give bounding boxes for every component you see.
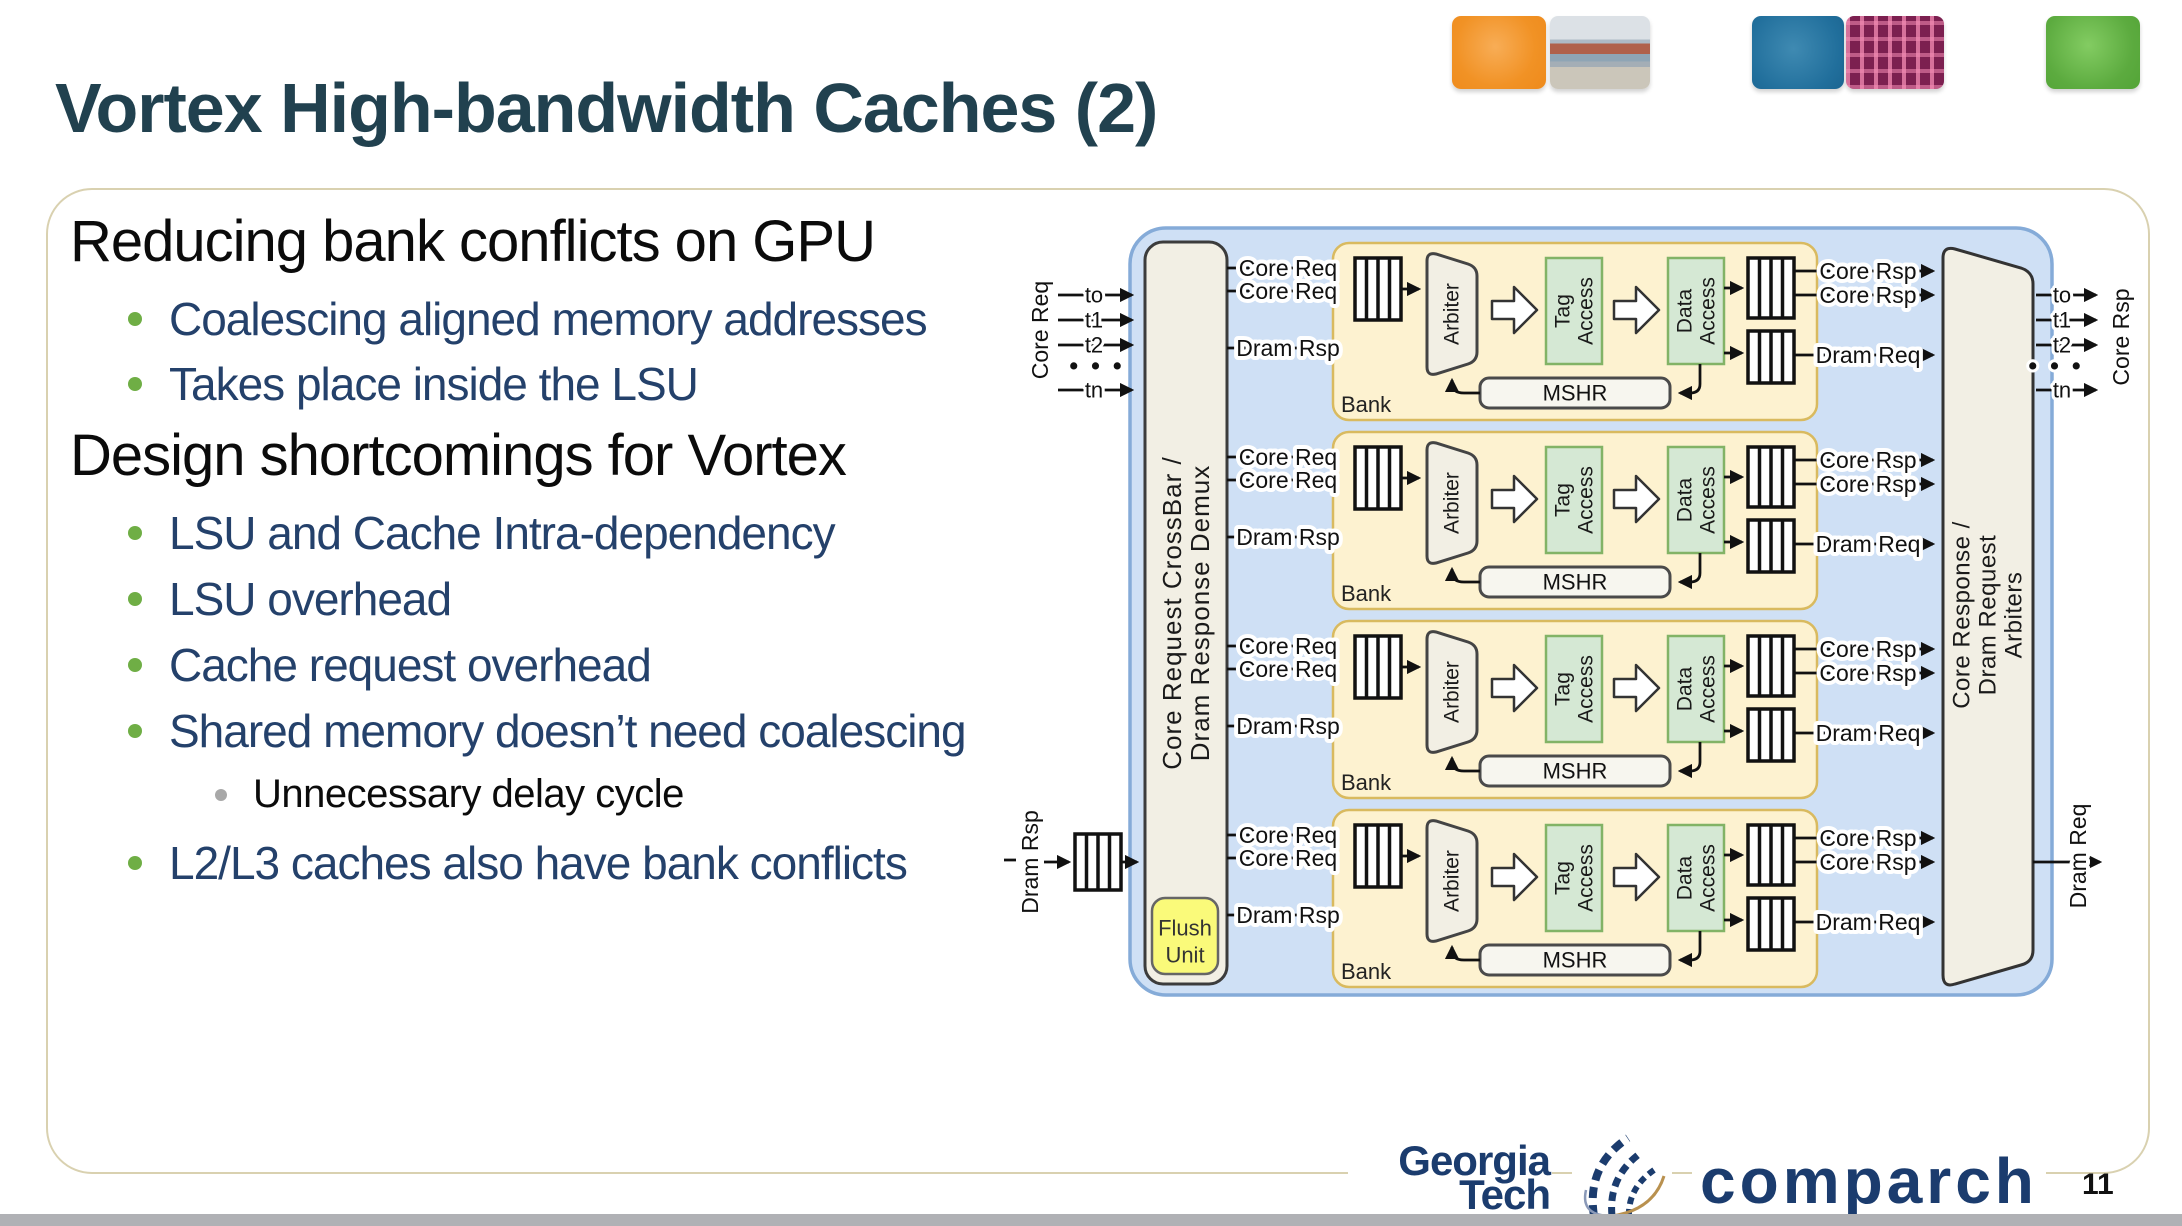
data-access-box: [1666, 256, 1726, 366]
crossbar-column: [1143, 240, 1229, 986]
bullet-item: L2/L3 caches also have bank conflicts: [128, 836, 908, 890]
core-req-side-label: Core Req: [1027, 281, 1053, 379]
bullet-label: LSU and Cache Intra-dependency: [169, 507, 836, 559]
thread-label: tn: [1085, 378, 1103, 403]
thread-label: t1: [2053, 308, 2071, 333]
ellipsis-dots: • • •: [1069, 352, 1124, 380]
arbiters-label-2: Dram Request: [1975, 535, 2002, 696]
bullet-item: LSU overhead: [128, 572, 452, 626]
bullet-label: Coalescing aligned memory addresses: [169, 293, 928, 345]
circuit-photo: [1846, 16, 1944, 89]
block-arrow-icon: [1490, 285, 1539, 335]
section2-heading: Design shortcomings for Vortex: [70, 422, 847, 489]
bullet-label: L2/L3 caches also have bank conflicts: [169, 837, 908, 889]
core-rsp-label: Core Rsp: [1819, 258, 1916, 284]
tag-access-box: [1544, 256, 1604, 366]
crossbar-label-2: Dram Response Demux: [1185, 465, 1215, 761]
bullet-item: Takes place inside the LSU: [128, 357, 699, 411]
blue-tile-icon: [1752, 16, 1844, 89]
core-req-label: Core Req: [1239, 278, 1337, 304]
data-to-mshr-arrow: [1677, 364, 1702, 401]
arbiters-label-3: Arbiters: [2001, 572, 2028, 659]
comparch-wordmark: comparch: [1692, 1142, 2046, 1220]
section1-heading: Reducing bank conflicts on GPU: [70, 208, 876, 275]
green-tile-icon: [2046, 16, 2140, 89]
dram-req-output: Dram Req: [2033, 800, 2103, 912]
crossbar-label-1: Core Request CrossBar /: [1157, 456, 1187, 769]
bullet-dot-icon: [128, 856, 142, 870]
data-access-label-2: Access: [1697, 277, 1720, 345]
comparch-swirl-icon: [1572, 1128, 1672, 1218]
dram-req-out-label: Dram Req: [2065, 804, 2091, 909]
heading-label: Reducing bank conflicts on GPU: [70, 209, 876, 274]
bullet-item: Shared memory doesn’t need coalescing: [128, 704, 967, 758]
bullet-label: Cache request overhead: [169, 639, 652, 691]
thread-label: tn: [2053, 378, 2071, 403]
arbiters-label-1: Core Response /: [1949, 521, 1976, 709]
flush-unit: [1150, 896, 1220, 976]
content-frame: [46, 188, 2150, 1174]
tag-access-label-1: Tag: [1552, 294, 1575, 328]
bullet-item: LSU and Cache Intra-dependency: [128, 506, 836, 560]
georgia-tech-line2: Tech: [1459, 1170, 1551, 1218]
core-req-label: Core Req: [1239, 255, 1337, 281]
sub-bullet-label: Unnecessary delay cycle: [253, 772, 684, 816]
bank-label: Bank: [1341, 392, 1392, 417]
block-arrow-icon: [1612, 285, 1661, 335]
arbiter-label: Arbiter: [1441, 283, 1464, 345]
thread-label: t2: [2053, 333, 2071, 358]
heading-label: Design shortcomings for Vortex: [70, 423, 847, 488]
georgia-tech-logo: Georgia Tech: [1348, 1137, 1552, 1218]
thread-label: to: [1085, 283, 1103, 308]
flush-unit-label-1: Flush: [1158, 916, 1212, 941]
page-number: 11: [2082, 1168, 2114, 1201]
georgia-tech-line1: Georgia: [1398, 1137, 1551, 1184]
arbiter-shape: [1425, 252, 1479, 376]
mshr-to-arbiter-arrow: [1444, 377, 1480, 395]
thread-label: to: [2053, 283, 2071, 308]
slide-title: Vortex High-bandwidth Caches (2): [55, 69, 1158, 147]
core-req-input-arrows: to t1 t2 • • • tn: [1058, 280, 1135, 406]
thread-label: t1: [1085, 308, 1103, 333]
bullet-label: Takes place inside the LSU: [169, 358, 699, 410]
bullet-item: Cache request overhead: [128, 638, 652, 692]
bullet-item: Coalescing aligned memory addresses: [128, 292, 928, 346]
bullet-label: Shared memory doesn’t need coalescing: [169, 705, 967, 757]
data-access-label-1: Data: [1674, 289, 1697, 334]
core-rsp-side-label: Core Rsp: [2108, 288, 2134, 385]
dram-rsp-in-label: Dram Rsp: [1017, 810, 1043, 914]
tag-access-label-2: Access: [1575, 277, 1598, 345]
flush-unit-label-2: Unit: [1165, 943, 1204, 968]
dram-req-label: Dram Req: [1816, 342, 1921, 368]
bullet-dot-icon: [128, 312, 142, 326]
cache-bank: Core Req Core Req Dram Rsp Arbiter Tag A…: [1227, 241, 1936, 422]
bullet-dot-icon: [128, 658, 142, 672]
bullet-dot-icon: [128, 526, 142, 540]
thread-label: t2: [1085, 333, 1103, 358]
dram-rsp-input: Dram Rsp: [1004, 810, 1140, 914]
sub-bullet-dot-icon: [215, 788, 227, 801]
core-rsp-label: Core Rsp: [1819, 282, 1916, 308]
ellipsis-dots: • • •: [2028, 352, 2083, 380]
bullet-dot-icon: [128, 724, 142, 738]
orange-tile-icon: [1452, 16, 1546, 89]
bullet-label: LSU overhead: [169, 573, 452, 625]
campus-photo: [1550, 16, 1650, 89]
dram-rsp-label: Dram Rsp: [1236, 335, 1340, 361]
core-rsp-output-arrows: to t1 t2 • • • tn: [2025, 280, 2099, 406]
mshr-label: MSHR: [1543, 381, 1608, 406]
response-arbiters-block: [1941, 246, 2035, 987]
bullet-dot-icon: [128, 377, 142, 391]
sub-bullet-item: Unnecessary delay cycle: [215, 772, 684, 817]
bullet-dot-icon: [128, 592, 142, 606]
bottom-edge-bar: [0, 1214, 2182, 1226]
